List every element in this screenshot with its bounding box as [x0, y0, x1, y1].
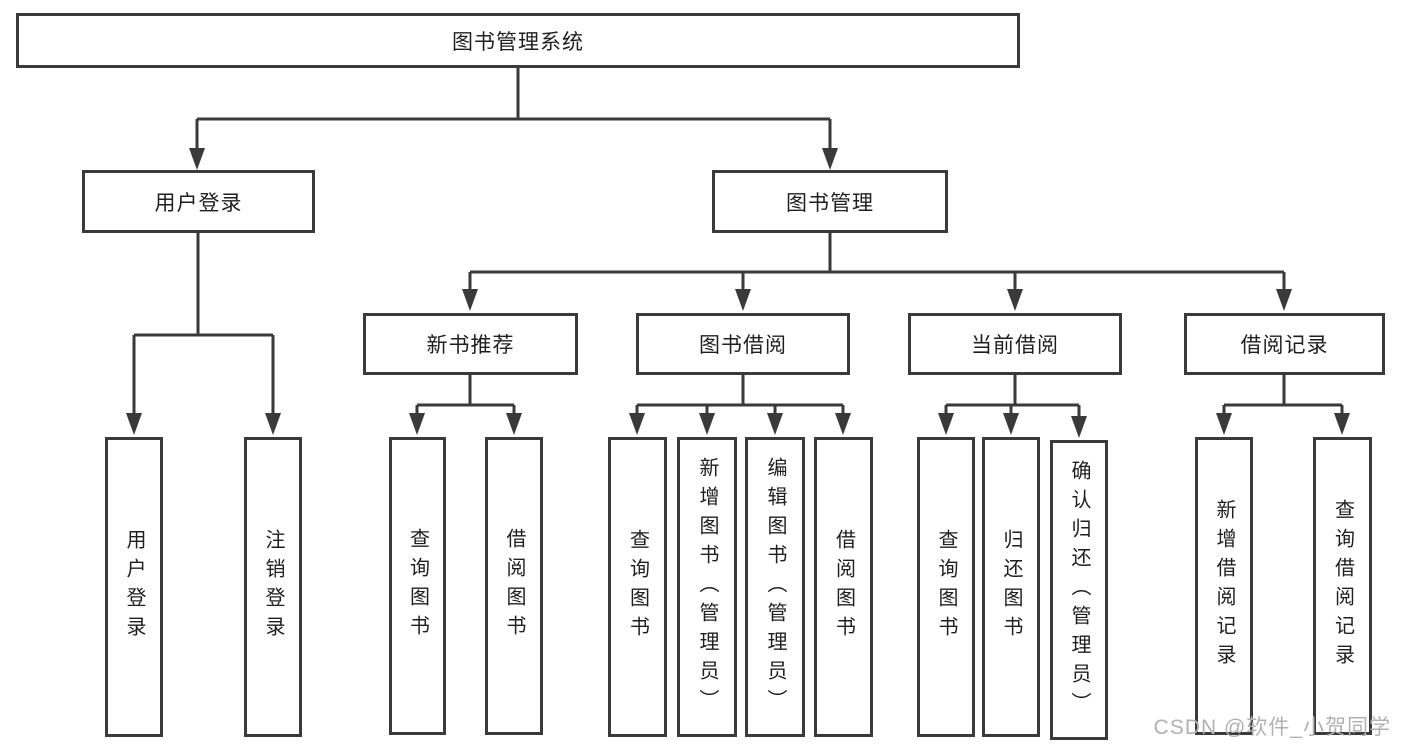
- node-cb-return: 归还图书: [982, 437, 1040, 737]
- node-br-add-label: 新增借阅记录: [1213, 499, 1235, 673]
- node-nb-borrow-label: 借阅图书: [503, 528, 525, 644]
- node-nb-borrow: 借阅图书: [485, 437, 543, 735]
- node-cb-return-label: 归还图书: [1000, 529, 1022, 645]
- node-root: 图书管理系统: [16, 13, 1020, 68]
- node-records-label: 借阅记录: [1240, 334, 1329, 357]
- node-new-book-label: 新书推荐: [426, 334, 515, 357]
- node-current-label: 当前借阅: [971, 334, 1059, 357]
- node-leaf-logout-label: 注销登录: [262, 529, 284, 645]
- node-borrowing: 图书借阅: [636, 313, 850, 375]
- node-new-book: 新书推荐: [363, 313, 578, 375]
- node-cb-query-label: 查询图书: [935, 529, 957, 645]
- node-bb-edit: 编辑图书（管理员）: [745, 437, 805, 737]
- watermark: CSDN @软件_小贺同学: [1153, 716, 1391, 739]
- node-bb-add: 新增图书（管理员）: [677, 437, 737, 737]
- node-leaf-login: 用户登录: [105, 437, 163, 737]
- node-root-label: 图书管理系统: [452, 30, 584, 54]
- node-book-mgmt-label: 图书管理: [786, 191, 874, 215]
- node-br-query-label: 查询借阅记录: [1331, 499, 1354, 673]
- node-current: 当前借阅: [908, 313, 1122, 375]
- node-nb-query: 查询图书: [389, 437, 446, 735]
- node-bb-query-label: 查询图书: [626, 529, 649, 645]
- node-bb-add-label: 新增图书（管理员）: [696, 456, 718, 718]
- node-br-add: 新增借阅记录: [1195, 437, 1253, 735]
- node-br-query: 查询借阅记录: [1313, 437, 1372, 735]
- node-leaf-login-label: 用户登录: [123, 529, 145, 645]
- node-cb-confirm-label: 确认归还（管理员）: [1068, 459, 1090, 721]
- node-user-login: 用户登录: [82, 170, 315, 233]
- node-nb-query-label: 查询图书: [406, 528, 429, 644]
- node-borrowing-label: 图书借阅: [699, 334, 787, 357]
- node-user-login-label: 用户登录: [154, 191, 243, 215]
- node-cb-query: 查询图书: [917, 437, 975, 737]
- node-records: 借阅记录: [1184, 313, 1385, 375]
- node-leaf-logout: 注销登录: [244, 437, 302, 737]
- node-bb-borrow-label: 借阅图书: [832, 529, 855, 645]
- node-bb-edit-label: 编辑图书（管理员）: [764, 456, 786, 718]
- node-bb-query: 查询图书: [608, 437, 667, 737]
- node-cb-confirm: 确认归还（管理员）: [1050, 440, 1108, 740]
- node-book-mgmt: 图书管理: [712, 170, 948, 233]
- node-bb-borrow: 借阅图书: [814, 437, 873, 737]
